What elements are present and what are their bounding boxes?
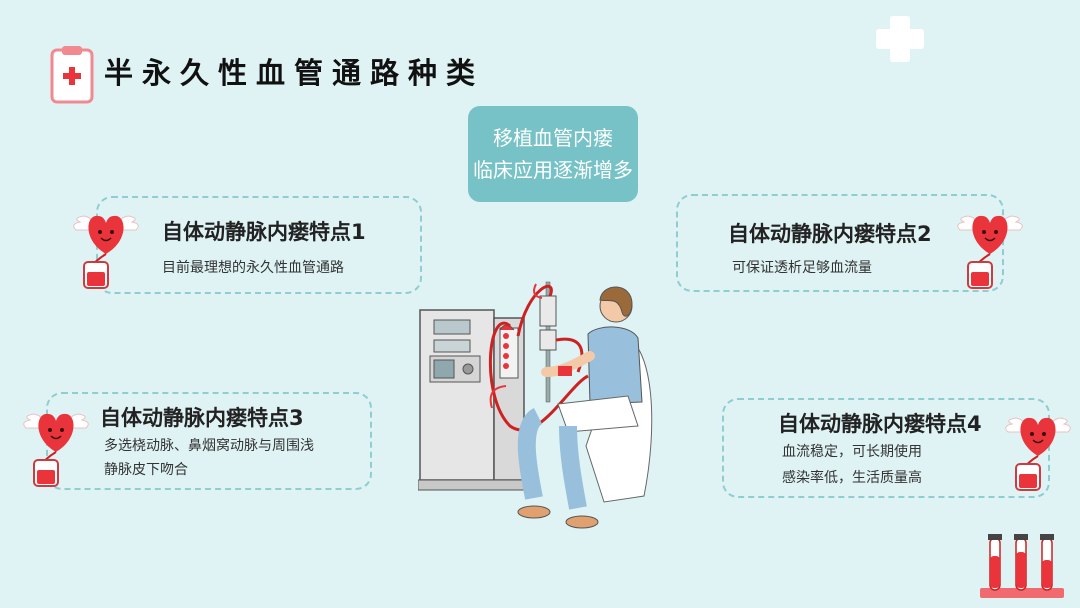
winged-heart-blood-bag-icon xyxy=(73,215,139,289)
feature-card-2 xyxy=(676,194,1004,292)
center-note-line1: 移植血管内瘘 xyxy=(493,126,613,150)
dialysis-patient-illustration xyxy=(418,281,653,529)
feature-card-1-line1: 目前最理想的永久性血管通路 xyxy=(162,260,344,276)
clipboard-medical-icon xyxy=(50,46,94,104)
feature-card-3-title: 自体动静脉内瘘特点3 xyxy=(100,406,304,430)
feature-card-4-line1: 血流稳定，可长期使用 xyxy=(782,444,922,460)
feature-card-2-title: 自体动静脉内瘘特点2 xyxy=(728,222,932,246)
feature-card-4-line2: 感染率低，生活质量高 xyxy=(782,470,922,486)
feature-card-4-title: 自体动静脉内瘘特点4 xyxy=(778,412,982,436)
winged-heart-blood-bag-icon xyxy=(957,215,1023,289)
winged-heart-blood-bag-icon xyxy=(23,413,89,487)
blood-test-tubes-icon xyxy=(980,534,1064,598)
feature-card-4 xyxy=(722,398,1050,498)
center-note-line2: 临床应用逐渐增多 xyxy=(473,158,633,182)
page-title: 半永久性血管通路种类 xyxy=(104,56,485,90)
white-plus-icon xyxy=(876,16,924,62)
feature-card-2-line1: 可保证透析足够血流量 xyxy=(732,260,872,276)
feature-card-3-line2: 静脉皮下吻合 xyxy=(104,462,188,478)
center-note-box: 移植血管内瘘 临床应用逐渐增多 xyxy=(468,106,638,202)
feature-card-3-line1: 多选桡动脉、鼻烟窝动脉与周围浅 xyxy=(104,438,314,454)
feature-card-1-title: 自体动静脉内瘘特点1 xyxy=(162,220,366,244)
winged-heart-blood-bag-icon xyxy=(1005,417,1071,491)
